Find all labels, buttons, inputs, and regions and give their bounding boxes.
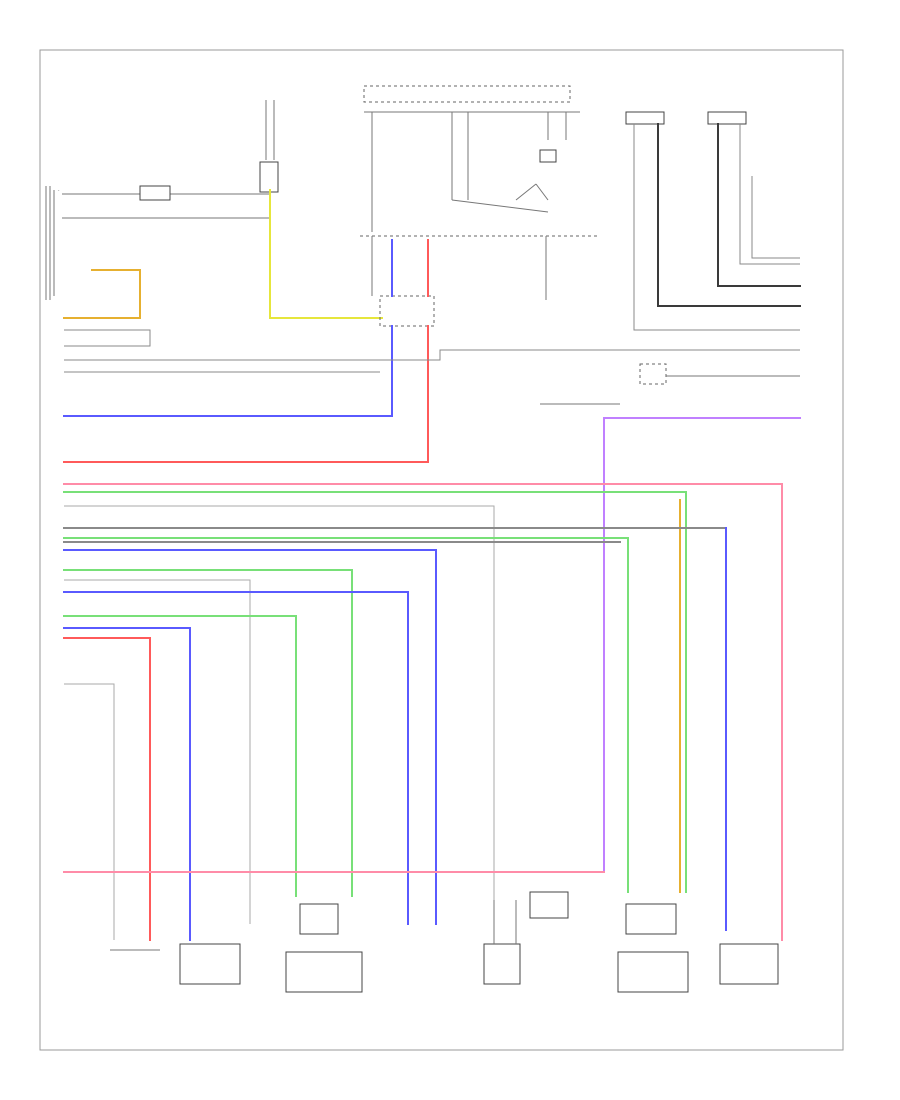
wire-pink-long [63,483,783,941]
gray-wires-middle [64,329,800,373]
wire-green-4 [63,615,297,897]
wire-green-3 [63,569,353,897]
right-connectors [625,111,801,331]
yellow-wire-group [63,100,383,319]
wire-black-2 [717,123,801,287]
wire-yellow [269,189,383,319]
wire-black-1 [657,123,801,307]
component-2 [285,951,363,993]
wire-blue-4 [63,627,191,941]
wire-blue-main [63,325,393,417]
wire-blue-2 [63,549,437,925]
long-drop-wires [63,491,727,931]
svg-text:╴: ╴ [57,188,60,193]
wire-green-2 [63,537,629,893]
wire-orange [63,269,141,319]
component-3-top [529,891,569,919]
component-3 [483,943,521,985]
diagram-frame [39,49,844,1051]
wire-violet [603,417,801,873]
mid-right-switch [540,363,800,405]
control-module [371,236,547,327]
left-connector-block: ╴ [45,186,60,300]
wire-green-1 [63,491,687,893]
module-wires [63,239,429,463]
instrument-cluster [360,85,600,237]
component-1 [179,943,241,985]
component-5 [719,943,779,985]
violet-wire [63,417,801,941]
component-2-top [299,903,339,935]
bottom-components [110,891,779,993]
wire-blue-3 [63,591,409,925]
wire-red-4 [63,637,151,941]
component-4 [617,951,689,993]
component-4-top [625,903,677,935]
wire-red-main [63,325,429,463]
second-wire-group [63,569,605,941]
occupant-detection-wires [62,161,279,219]
